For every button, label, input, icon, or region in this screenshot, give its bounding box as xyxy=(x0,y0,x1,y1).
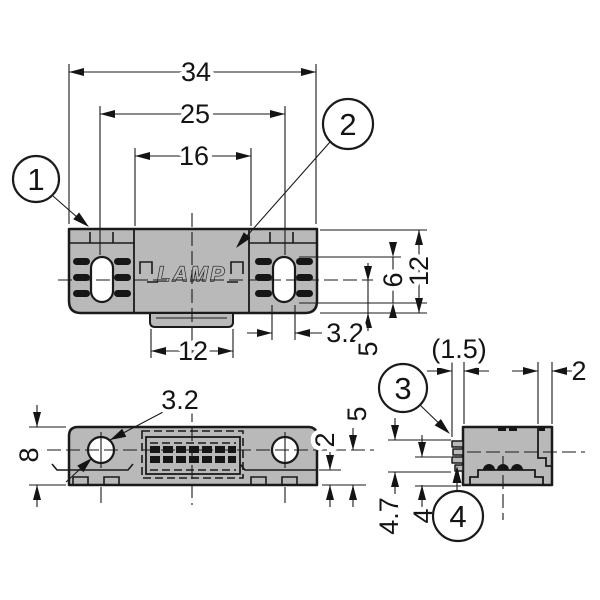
dim-slot-width: 3.2 xyxy=(326,318,364,348)
brand-logo: LAMP xyxy=(157,263,227,286)
top-tick-1 xyxy=(498,427,506,431)
dim-side-lip-width: (1.5) xyxy=(431,334,487,364)
side-view xyxy=(451,425,554,487)
grip-ribs xyxy=(73,258,313,297)
side-groove xyxy=(537,427,552,467)
clip-marks xyxy=(139,261,244,274)
flange-band-lines xyxy=(69,232,317,244)
magnet-housing xyxy=(145,436,241,475)
dim-front-center-to-bottom: 5 xyxy=(342,406,372,421)
dim-tab-width: 12 xyxy=(178,336,208,366)
callout-2-number: 2 xyxy=(339,107,356,142)
dim-body-width: 16 xyxy=(179,141,209,171)
bottom-notches xyxy=(72,476,298,485)
center-block-edges xyxy=(133,229,250,313)
dim-front-step: 2 xyxy=(310,432,340,447)
top-view-body xyxy=(67,227,319,315)
dim-center-to-edge: 5 xyxy=(353,341,383,356)
callouts: 1 2 3 4 xyxy=(11,97,485,543)
extension-lines xyxy=(29,64,553,487)
callout-4-number: 4 xyxy=(449,499,466,534)
front-view xyxy=(51,425,319,487)
top-tick-2 xyxy=(509,427,517,431)
dim-side-lip-height: 4.7 xyxy=(374,497,404,535)
dimension-texts: 34 25 16 12 3.2 6 12 5 8 3.2 5 2 (1.5) 2… xyxy=(10,53,592,540)
dimension-arrowheads xyxy=(33,68,567,500)
dim-side-notch: 2 xyxy=(571,356,586,386)
callout-2-balloon xyxy=(321,97,375,151)
callout-4-balloon xyxy=(431,489,485,543)
dim-front-height: 8 xyxy=(14,447,44,462)
callout-1-number: 1 xyxy=(27,162,44,197)
hole-diameter-leader xyxy=(65,410,166,483)
catch-lip-teeth xyxy=(451,440,464,472)
callout-3-number: 3 xyxy=(394,371,411,406)
dim-overall-width: 34 xyxy=(181,57,211,87)
dim-hole-pitch: 25 xyxy=(180,99,210,129)
centerlines xyxy=(28,213,585,520)
top-tick-3 xyxy=(539,427,545,431)
magnet-hidden-lines xyxy=(150,442,236,471)
recess-lines xyxy=(51,463,317,471)
dim-overall-depth: 12 xyxy=(404,256,434,286)
top-view: LAMP xyxy=(67,227,319,328)
callout-1-balloon xyxy=(11,154,61,204)
callout-3-balloon xyxy=(377,362,429,414)
dim-hole-diameter: 3.2 xyxy=(161,385,199,415)
